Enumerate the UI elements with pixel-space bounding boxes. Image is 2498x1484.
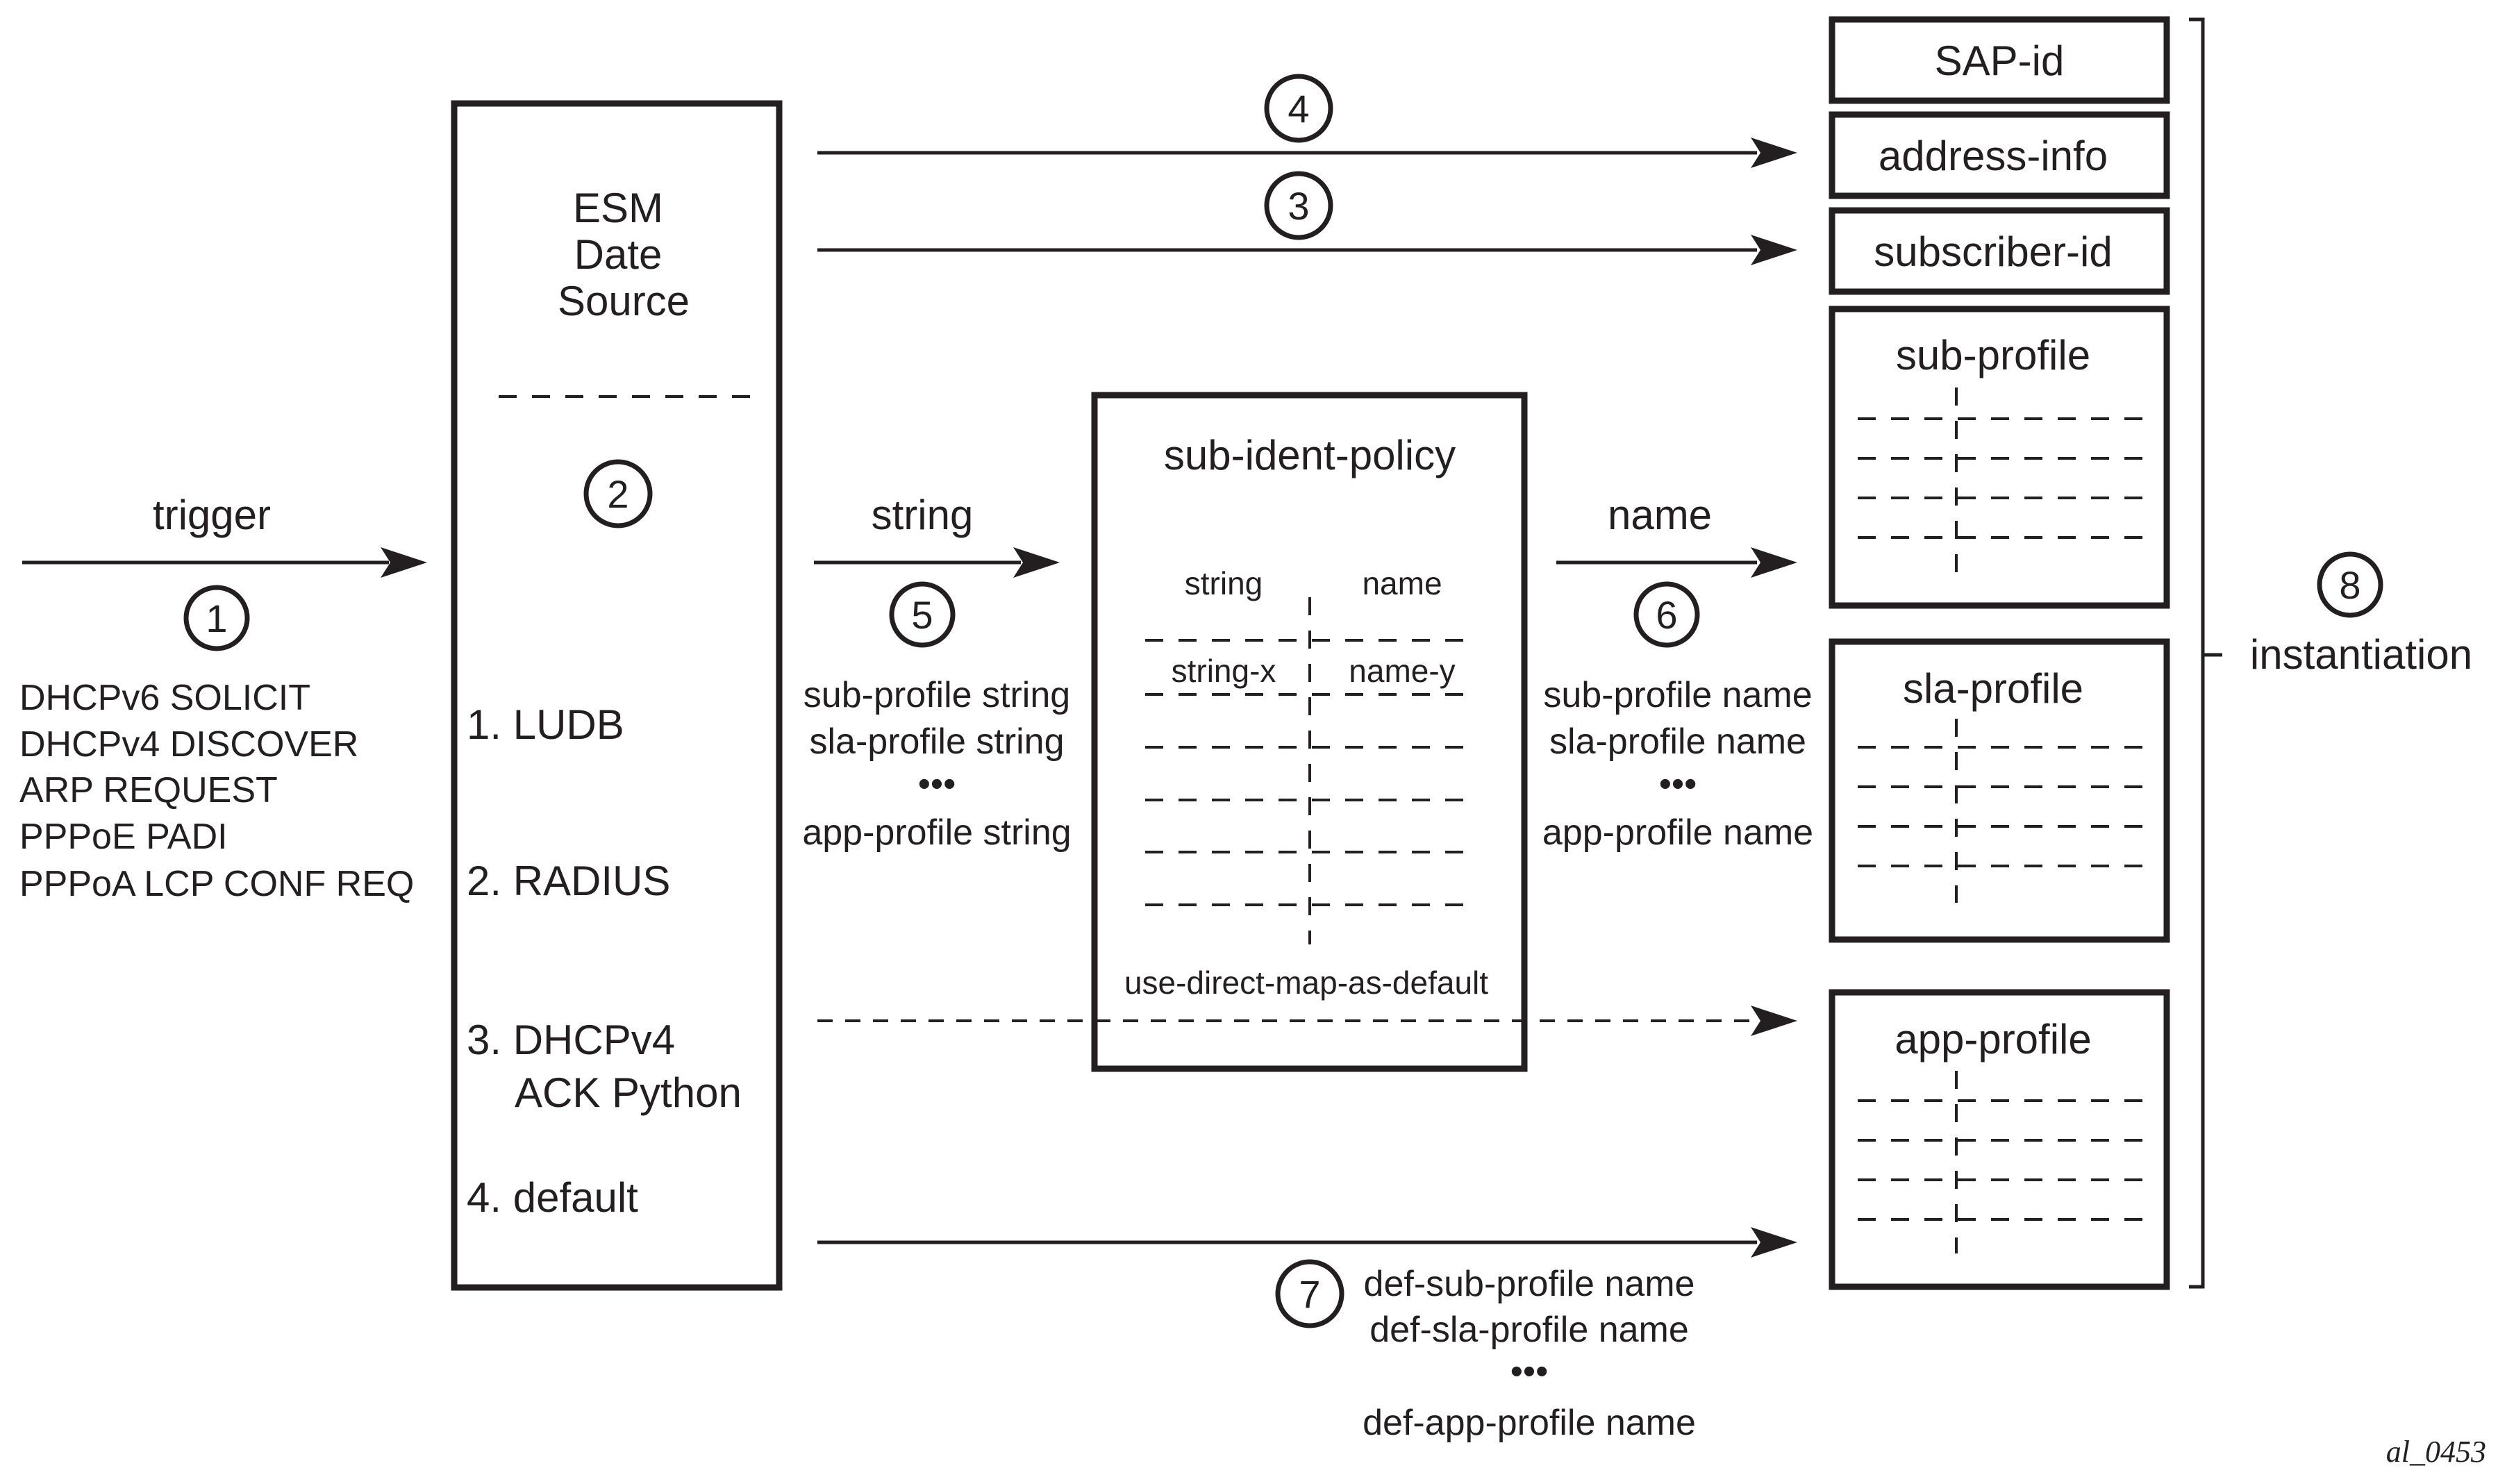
trigger-label: trigger <box>153 492 271 538</box>
name-item: sub-profile name <box>1543 675 1812 715</box>
arrow-head-icon <box>1751 1006 1797 1036</box>
default-item: def-sub-profile name <box>1364 1264 1695 1304</box>
subscriber-id-label: subscriber-id <box>1874 228 2112 275</box>
step-4-number: 4 <box>1288 87 1309 131</box>
policy-row-string: string-x <box>1172 653 1276 689</box>
default-item: def-sla-profile name <box>1369 1310 1689 1350</box>
trigger-event: DHCPv4 DISCOVER <box>19 724 358 765</box>
bracket <box>2189 17 2205 1289</box>
ellipsis: ••• <box>918 764 956 804</box>
step-8-number: 8 <box>2339 563 2360 607</box>
step-1-number: 1 <box>206 597 227 640</box>
esm-title-line: Source <box>558 278 690 324</box>
esm-title-line: Date <box>574 231 663 278</box>
instantiation-bracket: 8 instantiation <box>2189 17 2472 1289</box>
trigger-event: PPPoE PADI <box>19 817 228 857</box>
arrow-step-3: 3 <box>817 171 1797 265</box>
policy-title: sub-ident-policy <box>1164 432 1456 478</box>
sap-id-box: SAP-id <box>1829 16 2170 104</box>
trigger-event: ARP REQUEST <box>19 770 278 810</box>
step-2-number: 2 <box>607 472 628 516</box>
esm-source-radius: 2. RADIUS <box>467 858 670 904</box>
sla-profile-box: sla-profile <box>1829 638 2170 943</box>
esm-source-dhcpv4: 3. DHCPv4 <box>467 1017 675 1063</box>
step-7-number: 7 <box>1299 1272 1320 1316</box>
string-item: app-profile string <box>802 812 1071 853</box>
address-info-label: address-info <box>1879 133 2108 179</box>
app-profile-box: app-profile <box>1829 989 2170 1290</box>
name-item: sla-profile name <box>1549 722 1806 762</box>
subscriber-id-box: subscriber-id <box>1829 207 2170 295</box>
arrow-step-7: 7 def-sub-profile name def-sla-profile n… <box>817 1227 1797 1443</box>
step-5-number: 5 <box>911 593 933 637</box>
step-3-number: 3 <box>1288 184 1309 228</box>
trigger-event: DHCPv6 SOLICIT <box>19 678 310 718</box>
arrow-head-icon <box>1751 137 1797 168</box>
instantiation-label: instantiation <box>2250 631 2472 678</box>
policy-col-name: name <box>1362 565 1442 601</box>
sub-profile-box: sub-profile <box>1829 306 2170 609</box>
arrow-head-icon <box>1751 547 1797 578</box>
esm-data-source-box: ESM Date Source 2 1. LUDB 2. RADIUS 3. D… <box>451 100 783 1291</box>
arrow-head-icon <box>1751 1227 1797 1258</box>
policy-col-string: string <box>1185 565 1263 601</box>
arrow-step-4: 4 <box>817 74 1797 168</box>
figure-id: al_0453 <box>2386 1435 2486 1469</box>
ellipsis: ••• <box>1659 764 1697 804</box>
step-1-badge: 1 <box>183 585 250 651</box>
dashed-arrow-app-profile <box>817 1006 1797 1036</box>
sub-ident-policy-box: sub-ident-policy string name string-x na… <box>1091 392 1528 1072</box>
sap-id-label: SAP-id <box>1935 37 2065 84</box>
string-item: sub-profile string <box>803 675 1070 715</box>
trigger-event: PPPoA LCP CONF REQ <box>19 864 414 904</box>
address-info-box: address-info <box>1829 111 2170 199</box>
default-item: def-app-profile name <box>1363 1403 1696 1443</box>
ellipsis: ••• <box>1510 1351 1549 1392</box>
esm-title-line: ESM <box>573 185 663 231</box>
arrow-head-icon <box>1013 547 1060 578</box>
policy-row-name: name-y <box>1349 653 1455 689</box>
arrow-head-icon <box>1751 235 1797 265</box>
esm-source-ludb: 1. LUDB <box>467 701 624 748</box>
step-2-badge: 2 <box>583 459 653 528</box>
trigger-section: trigger 1 DHCPv6 SOLICIT DHCPv4 DISCOVER… <box>19 492 427 904</box>
step-6-number: 6 <box>1656 593 1677 637</box>
arrow-step-6: name 6 sub-profile name sla-profile name… <box>1542 492 1813 853</box>
string-item: sla-profile string <box>809 722 1064 762</box>
name-item: app-profile name <box>1542 812 1813 853</box>
string-label: string <box>872 492 974 538</box>
trigger-arrow-head-icon <box>381 547 427 578</box>
policy-footer: use-direct-map-as-default <box>1124 965 1488 1001</box>
sub-profile-label: sub-profile <box>1896 332 2090 378</box>
app-profile-label: app-profile <box>1895 1016 2092 1062</box>
esm-source-ack-python: ACK Python <box>515 1069 742 1116</box>
name-label: name <box>1608 492 1712 538</box>
esm-source-default: 4. default <box>467 1174 638 1221</box>
arrow-step-5: string 5 sub-profile string sla-profile … <box>802 492 1071 853</box>
sla-profile-label: sla-profile <box>1903 665 2083 712</box>
